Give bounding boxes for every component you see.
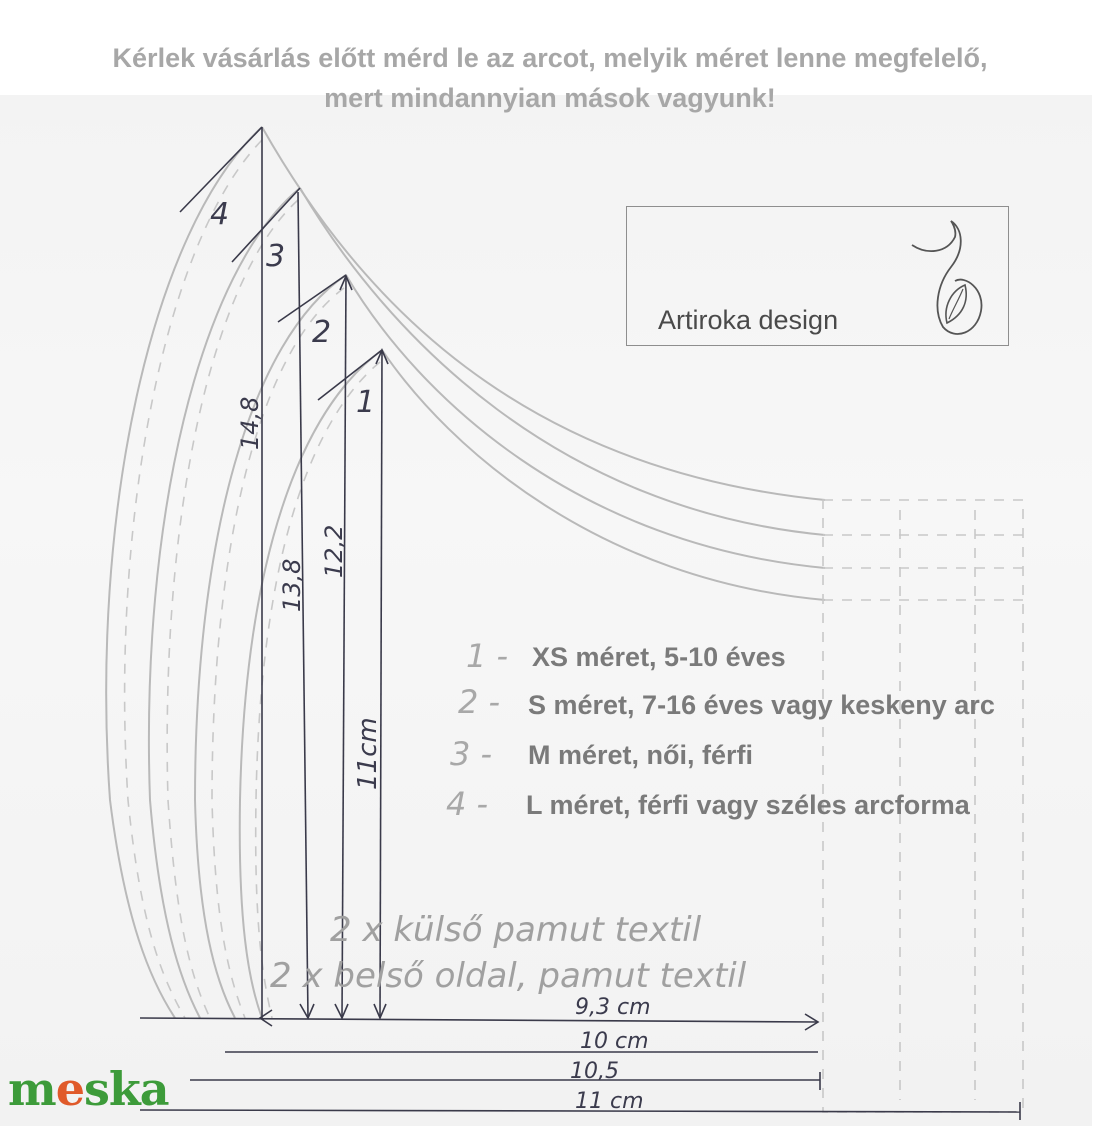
heading-line-1: Kérlek vásárlás előtt mérd le az arcot, …	[112, 43, 988, 73]
height-line-1	[379, 349, 383, 1019]
heading-line-2: mert mindannyian mások vagyunk!	[324, 83, 776, 113]
chin-curve-3	[299, 187, 826, 536]
legend-number: 2 -	[458, 683, 501, 721]
meska-logo: meska	[8, 1062, 170, 1116]
chin-curve-1	[381, 349, 826, 601]
size-number-3: 3	[266, 239, 285, 274]
width-line-1	[139, 1017, 819, 1023]
chin-curve-2	[345, 274, 826, 569]
curve-size-3-seam	[166, 199, 299, 1019]
curve-size-3	[147, 187, 301, 1019]
logo-text: Artiroka design	[658, 305, 839, 335]
width-label-4: 11 cm	[575, 1089, 644, 1114]
curve-size-2-seam	[211, 287, 345, 1019]
height-line-2	[341, 275, 347, 1019]
width-label-1: 9,3 cm	[575, 995, 651, 1020]
curve-size-2	[193, 274, 347, 1019]
page-heading: Kérlek vásárlás előtt mérd le az arcot, …	[0, 38, 1100, 118]
paper-background	[0, 95, 1092, 1126]
legend-text: S méret, 7-16 éves vagy keskeny arc	[528, 690, 995, 720]
curve-size-1-seam	[254, 361, 381, 1019]
curve-size-4	[105, 126, 263, 1019]
legend-text: M méret, női, férfi	[528, 740, 754, 770]
curve-size-4-seam	[123, 139, 263, 1019]
curve-size-1	[238, 349, 383, 1019]
height-label-3: 13,8	[278, 559, 306, 612]
size-number-2: 2	[312, 315, 331, 350]
fabric-inner-label: 2 x belső oldal, pamut textil	[270, 956, 747, 996]
width-label-2: 10 cm	[580, 1029, 649, 1054]
height-label-2: 12,2	[320, 525, 348, 578]
width-label-3: 10,5	[570, 1059, 619, 1084]
size-number-4: 4	[210, 197, 229, 232]
legend-text: XS méret, 5-10 éves	[532, 642, 786, 672]
height-line-3	[297, 191, 309, 1019]
logo-box: Artiroka design	[626, 206, 1009, 346]
width-line-4	[139, 1109, 1021, 1113]
legend-number: 3 -	[450, 735, 493, 773]
legend-text: L méret, férfi vagy széles arcforma	[526, 790, 970, 820]
legend-number: 4 -	[446, 785, 489, 823]
height-label-4: 14,8	[236, 397, 264, 450]
fabric-outer-label: 2 x külső pamut textil	[330, 910, 702, 950]
fox-leaf-icon	[911, 220, 983, 335]
legend-number: 1 -	[466, 637, 509, 675]
height-label-1: 11cm	[353, 717, 383, 790]
size-number-1: 1	[356, 385, 375, 420]
